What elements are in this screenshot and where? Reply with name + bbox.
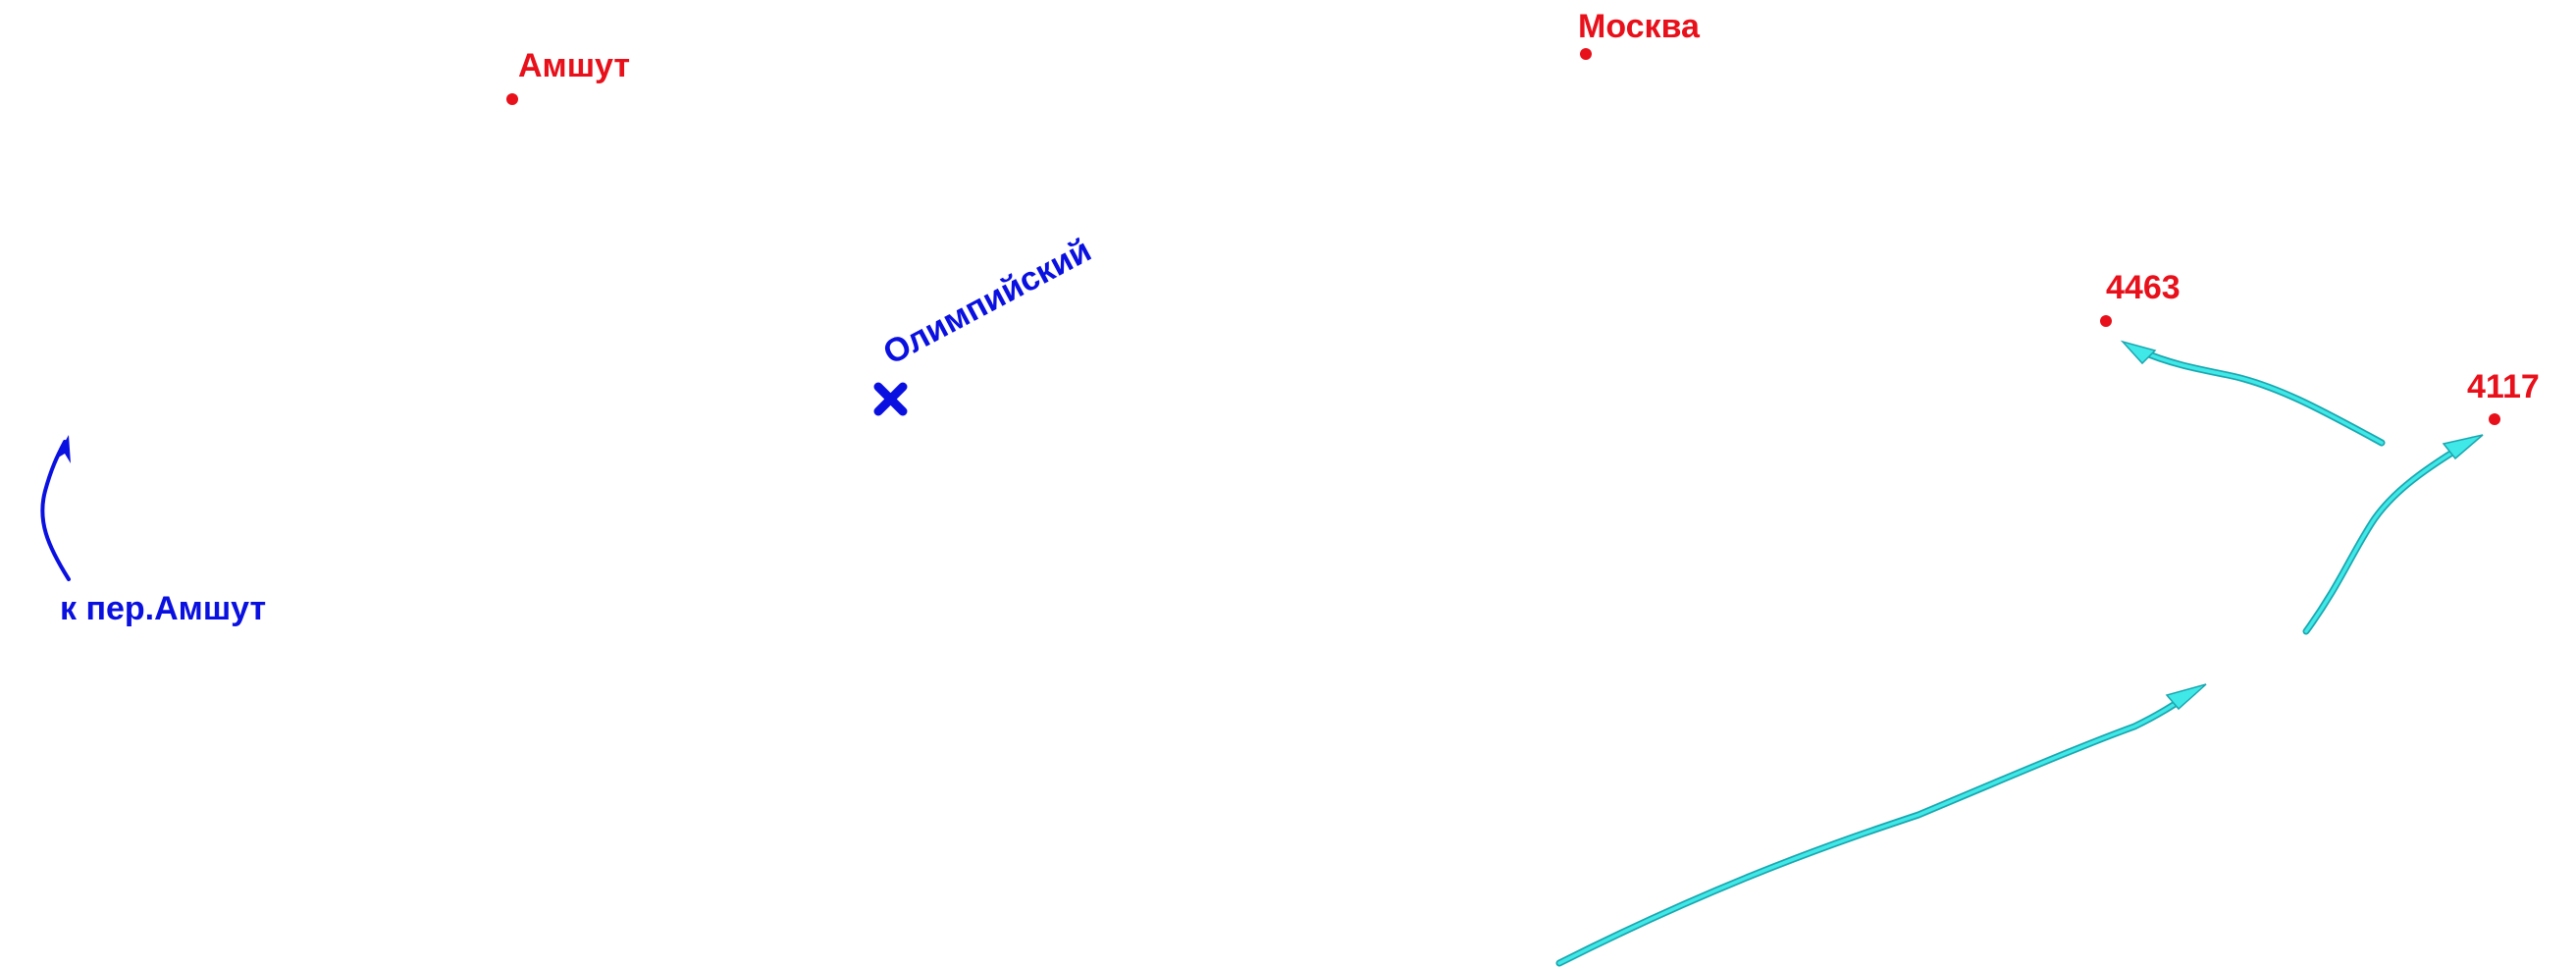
peak-4463: 4463 bbox=[2100, 269, 2181, 327]
pass-cross-icon bbox=[873, 382, 908, 416]
direction-arrow-icon bbox=[40, 435, 71, 581]
peak-label: Москва bbox=[1578, 8, 1701, 45]
direction-label: к пер.Амшут bbox=[60, 590, 266, 627]
peak-label: Амшут bbox=[518, 47, 630, 84]
peak-label: 4463 bbox=[2106, 269, 2181, 306]
peak-dot-icon bbox=[1580, 48, 1592, 60]
peak-dot-icon bbox=[2100, 315, 2112, 327]
peak-dot-icon bbox=[506, 93, 518, 105]
route-arrows bbox=[1555, 340, 2484, 967]
peak-moskva: Москва bbox=[1578, 8, 1701, 60]
peak-label: 4117 bbox=[2467, 368, 2540, 405]
pass-label: Олимпийский bbox=[877, 232, 1097, 372]
peak-dot-icon bbox=[2489, 413, 2500, 425]
route-arrow-icon bbox=[2302, 436, 2477, 635]
peak-4117: 4117 bbox=[2467, 368, 2540, 425]
peak-amshut: Амшут bbox=[506, 47, 630, 105]
